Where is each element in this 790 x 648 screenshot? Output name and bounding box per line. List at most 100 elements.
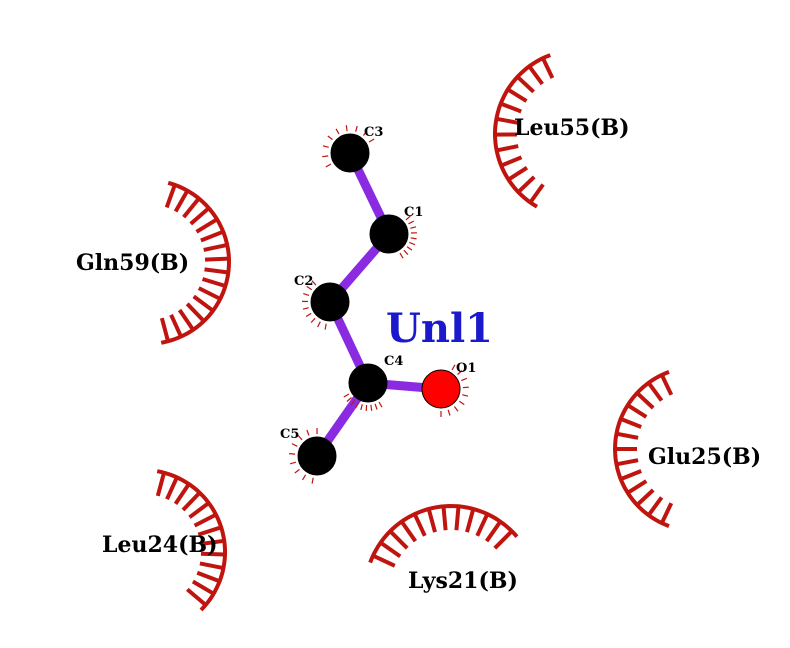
atom-contact-spoke-c4 <box>346 397 352 402</box>
residue-arc-spoke <box>177 308 195 331</box>
residue-arc-spoke <box>475 513 490 537</box>
residue-arc-spoke <box>507 166 529 182</box>
atom-label-c4: C4 <box>384 354 403 369</box>
residue-arc-spoke <box>493 529 514 550</box>
residue-label-lys21: Lys21(B) <box>408 568 518 594</box>
residue-arc-spoke <box>197 286 222 301</box>
residue-arc-spoke <box>204 256 229 262</box>
residue-arc-spoke <box>635 488 655 507</box>
residue-arc-spoke <box>388 529 409 550</box>
residue-arc-spoke <box>200 538 225 546</box>
residue-arc-spoke <box>195 217 219 234</box>
residue-arc-spoke <box>199 561 224 571</box>
residue-arc-curve <box>160 180 232 345</box>
atom-label-o1: O1 <box>456 361 476 376</box>
atom-contact-spoke-c5 <box>297 434 303 441</box>
residue-arc-spoke <box>155 472 166 497</box>
atom-contact-spoke-c3 <box>345 125 348 132</box>
residue-arc-spoke <box>454 506 461 531</box>
atom-contact-spoke-c4 <box>370 404 373 411</box>
residue-arc-spoke <box>200 229 224 243</box>
residue-arc-spoke <box>164 184 177 209</box>
residue-label-gln59: Gln59(B) <box>76 250 189 276</box>
residue-arc-spoke <box>516 175 536 194</box>
atom-contact-spoke-c4 <box>343 393 350 398</box>
atom-contact-spoke-c1 <box>405 215 411 221</box>
residue-arc-spoke <box>616 458 639 467</box>
residue-arc-spoke <box>646 496 664 517</box>
residue-arc-spoke <box>465 508 476 533</box>
residue-label-leu24: Leu24(B) <box>102 532 218 558</box>
residue-arc-spoke <box>659 374 674 396</box>
atom-contact-spoke-c3 <box>362 130 368 136</box>
residue-arc-curve <box>493 53 552 209</box>
residue-arc-spoke <box>189 206 211 226</box>
residue-arc-spoke <box>646 381 664 402</box>
residue-arc-spoke <box>169 313 183 338</box>
residue-arc-spoke <box>496 116 519 125</box>
atom-label-c5: C5 <box>280 427 299 442</box>
residue-arc-spoke <box>484 520 502 543</box>
residue-arc-spoke <box>635 391 655 410</box>
atom-c1 <box>369 214 409 254</box>
residue-arc-spoke <box>159 317 170 342</box>
atom-contact-spoke-c2 <box>303 293 310 296</box>
atom-contact-spoke-c5 <box>289 453 296 455</box>
residue-label-leu55: Leu55(B) <box>514 115 630 141</box>
atom-contact-spoke-o1 <box>447 409 451 416</box>
residue-arc-leu24 <box>155 469 227 612</box>
atom-contact-spoke-c4 <box>350 400 356 406</box>
atom-c5 <box>297 436 337 476</box>
atom-contact-spoke-c1 <box>408 220 415 225</box>
residue-arc-spoke <box>516 75 535 94</box>
residue-arc-spoke <box>197 525 222 537</box>
residue-arc-spoke <box>200 551 226 557</box>
residue-arc-lys21 <box>368 503 519 568</box>
atom-contact-spoke-o1 <box>462 394 469 397</box>
atom-contact-spoke-c5 <box>289 461 297 465</box>
atom-contact-spoke-c5 <box>301 474 307 481</box>
residue-arc-spoke <box>372 553 396 568</box>
atom-contact-spoke-c1 <box>406 246 413 251</box>
residue-arc-spoke <box>499 101 522 114</box>
residue-arc-spoke <box>379 541 402 559</box>
residue-arc-spoke <box>192 294 215 313</box>
atom-c3 <box>330 133 370 173</box>
residue-arc-spoke <box>203 242 228 252</box>
atom-contact-spoke-o1 <box>458 400 465 406</box>
atom-contact-spoke-c1 <box>410 226 417 229</box>
residue-arc-spoke <box>182 197 201 219</box>
atom-contact-spoke-o1 <box>461 377 468 382</box>
atom-contact-spoke-c3 <box>335 128 340 135</box>
residue-arc-spoke <box>626 403 648 419</box>
residue-arc-leu55 <box>493 53 555 209</box>
atom-contact-spoke-c2 <box>317 321 321 328</box>
atom-contact-spoke-c3 <box>322 155 329 158</box>
residue-arc-spoke <box>173 189 190 213</box>
atom-contact-spoke-c2 <box>306 285 313 291</box>
residue-arc-spoke <box>412 513 427 537</box>
residue-arc-spoke <box>626 479 648 495</box>
residue-arc-spoke <box>506 87 528 103</box>
residue-arc-spoke <box>181 491 202 512</box>
residue-label-glu25: Glu25(B) <box>648 444 761 470</box>
residue-arc-spoke <box>204 267 229 275</box>
atom-contact-spoke-c1 <box>410 237 417 240</box>
atom-contact-spokes <box>289 125 469 484</box>
residue-arc-spoke <box>193 512 217 528</box>
atom-contact-spoke-c4 <box>374 403 378 410</box>
residue-arc-spoke <box>616 431 639 440</box>
atom-contact-spoke-o1 <box>453 406 459 412</box>
residue-arc-spoke <box>400 520 418 543</box>
atom-contact-spoke-c2 <box>311 280 317 286</box>
atom-contact-spoke-o1 <box>457 370 463 375</box>
atom-contact-spoke-c3 <box>325 163 332 168</box>
residue-arc-glu25 <box>612 370 674 528</box>
residue-arc-spoke <box>173 482 191 506</box>
residue-arc-spoke <box>528 183 545 204</box>
atom-contact-spoke-c1 <box>403 249 409 256</box>
ligand-name: Unl1 <box>386 305 493 352</box>
residue-arc-spoke <box>426 508 437 533</box>
atom-contact-spoke-c3 <box>355 125 358 132</box>
